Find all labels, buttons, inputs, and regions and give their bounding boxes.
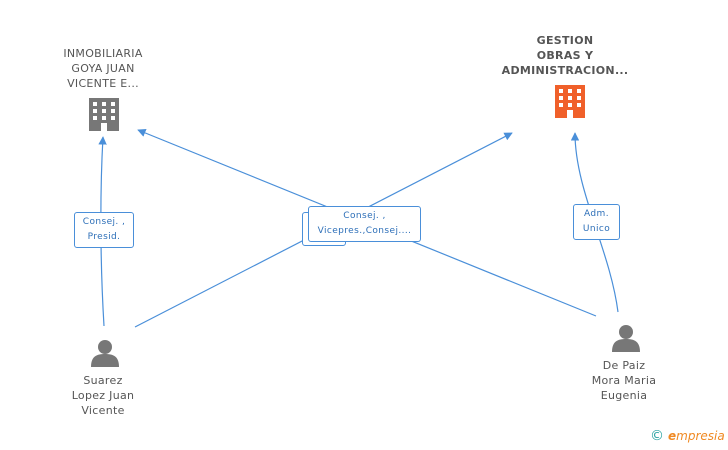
person-icon xyxy=(612,325,640,352)
company-name-line: VICENTE E... xyxy=(67,77,139,90)
company-name-line: GESTION xyxy=(536,34,594,47)
brand-logo: © empresia xyxy=(650,428,725,444)
building-icon xyxy=(89,98,119,131)
role-line: Consej. , xyxy=(343,211,386,221)
company-node-label[interactable]: GESTION OBRAS Y ADMINISTRACION... xyxy=(490,33,640,78)
role-line: Adm. xyxy=(584,209,609,219)
edge-role-label[interactable]: Consej. , Presid. xyxy=(74,212,134,248)
person-name-line: Mora Maria xyxy=(591,374,657,387)
brand-name: mpresia xyxy=(676,429,725,443)
company-name-line: OBRAS Y xyxy=(536,49,594,62)
person-name-line: Lopez Juan xyxy=(71,389,135,402)
company-node-label[interactable]: INMOBILIARIA GOYA JUAN VICENTE E... xyxy=(40,46,166,91)
edge-role-label[interactable]: Adm. Unico xyxy=(573,204,620,240)
person-node-label[interactable]: De Paiz Mora Maria Eugenia xyxy=(576,358,672,403)
company-name-line: GOYA JUAN xyxy=(71,62,135,75)
company-name-line: INMOBILIARIA xyxy=(63,47,143,60)
role-line: Unico xyxy=(582,224,611,234)
edge-role-label[interactable]: Consej. , Vicepres.,Consej.... xyxy=(308,206,421,242)
role-line: Vicepres.,Consej.... xyxy=(317,226,412,236)
role-line: Presid. xyxy=(87,232,121,242)
person-name-line: Vicente xyxy=(81,404,125,417)
person-icon xyxy=(91,340,119,367)
person-name-line: Suarez xyxy=(83,374,123,387)
company-name-line: ADMINISTRACION... xyxy=(501,64,629,77)
person-name-line: De Paiz xyxy=(602,359,646,372)
brand-initial: e xyxy=(668,429,677,443)
copyright-symbol: © xyxy=(650,428,664,444)
building-icon xyxy=(555,85,585,118)
person-node-label[interactable]: Suarez Lopez Juan Vicente xyxy=(55,373,151,418)
role-line: Consej. , xyxy=(82,217,126,227)
person-name-line: Eugenia xyxy=(600,389,648,402)
